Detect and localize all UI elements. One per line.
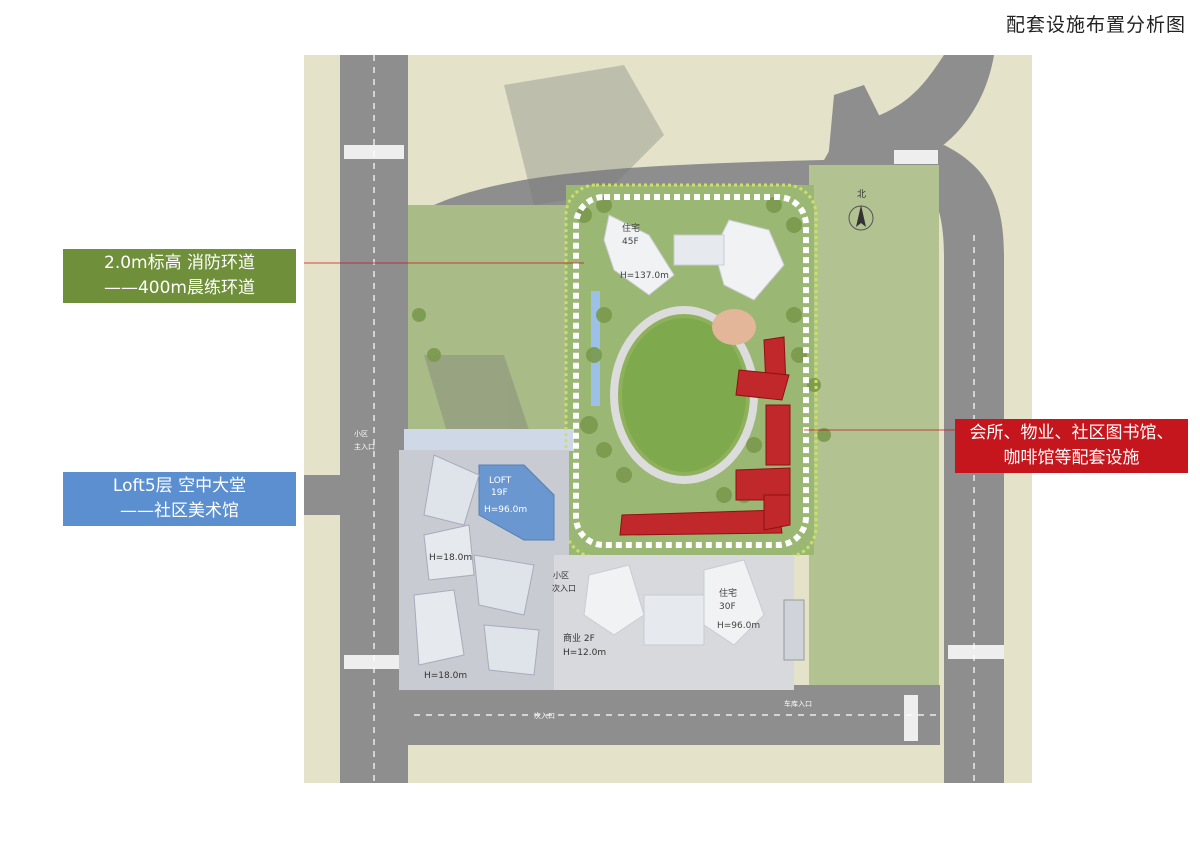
tower-north-label-1: 住宅: [622, 222, 640, 234]
site-plan-svg: 住宅 45F H=137.0m LOFT 19F H=96.0m H=18.0m…: [304, 55, 1032, 783]
fire-ring-road: [573, 194, 809, 548]
playground: [712, 309, 756, 345]
loft-callout: Loft5层 空中大堂 ——社区美术馆: [63, 472, 296, 526]
north-arrow-icon: [848, 205, 874, 231]
main-entrance-label-1: 小区: [354, 429, 368, 438]
east-road: [894, 145, 1004, 783]
clubhouse-callout-line1: 会所、物业、社区图书馆、: [969, 423, 1174, 443]
west-buildings: [399, 450, 569, 690]
trees: [412, 197, 831, 503]
low-west-1-label: H=18.0m: [429, 553, 472, 563]
vehicle-entrance-label: 车库入口: [784, 699, 812, 708]
commercial-label-1: 商业 2F: [563, 632, 595, 644]
commercial-label-2: H=12.0m: [563, 648, 606, 658]
lane-markings: [373, 55, 975, 783]
tower-north-label-3: H=137.0m: [620, 271, 669, 281]
south-secondary-entrance-label: 次入口: [534, 711, 555, 720]
tower-north: [603, 214, 785, 301]
tower-east-label-3: H=96.0m: [717, 621, 760, 631]
clubhouse-callout: 会所、物业、社区图书馆、 咖啡馆等配套设施: [955, 419, 1188, 473]
roads: [304, 55, 1004, 783]
east-buildings: [554, 555, 805, 690]
site-plan-map: 住宅 45F H=137.0m LOFT 19F H=96.0m H=18.0m…: [304, 55, 1032, 783]
leader-lines: [304, 262, 955, 431]
loft-callout-line1: Loft5层 空中大堂: [112, 476, 247, 496]
tower-east-label-1: 住宅: [719, 587, 737, 599]
tower-north-label-2: 45F: [622, 237, 639, 247]
secondary-entrance-label-2: 次入口: [552, 583, 576, 593]
tower-east-label-2: 30F: [719, 602, 736, 612]
loft-label-3: H=96.0m: [484, 505, 527, 515]
crosswalks: [344, 145, 1004, 741]
clubhouse-complex: [619, 336, 791, 536]
page-title: 配套设施布置分析图: [1005, 14, 1186, 36]
secondary-entrance-label-1: 小区: [553, 571, 569, 580]
north-label: 北: [857, 189, 866, 200]
fire-road-callout-line2: ——400m晨练环道: [103, 278, 255, 298]
fire-road-callout: 2.0m标高 消防环道 ——400m晨练环道: [63, 249, 296, 303]
entry-path: [404, 429, 574, 451]
west-side-road: [304, 475, 414, 515]
loft-callout-line2: ——社区美术馆: [120, 501, 239, 521]
fire-road-callout-line1: 2.0m标高 消防环道: [104, 253, 255, 273]
clubhouse-callout-line2: 咖啡馆等配套设施: [1003, 448, 1140, 468]
main-entrance-label-2: 主入口: [354, 442, 375, 451]
low-west-2-label: H=18.0m: [424, 671, 467, 681]
loft-label-2: 19F: [491, 488, 508, 498]
loft-label-1: LOFT: [489, 476, 512, 486]
green-lots: [408, 165, 939, 685]
